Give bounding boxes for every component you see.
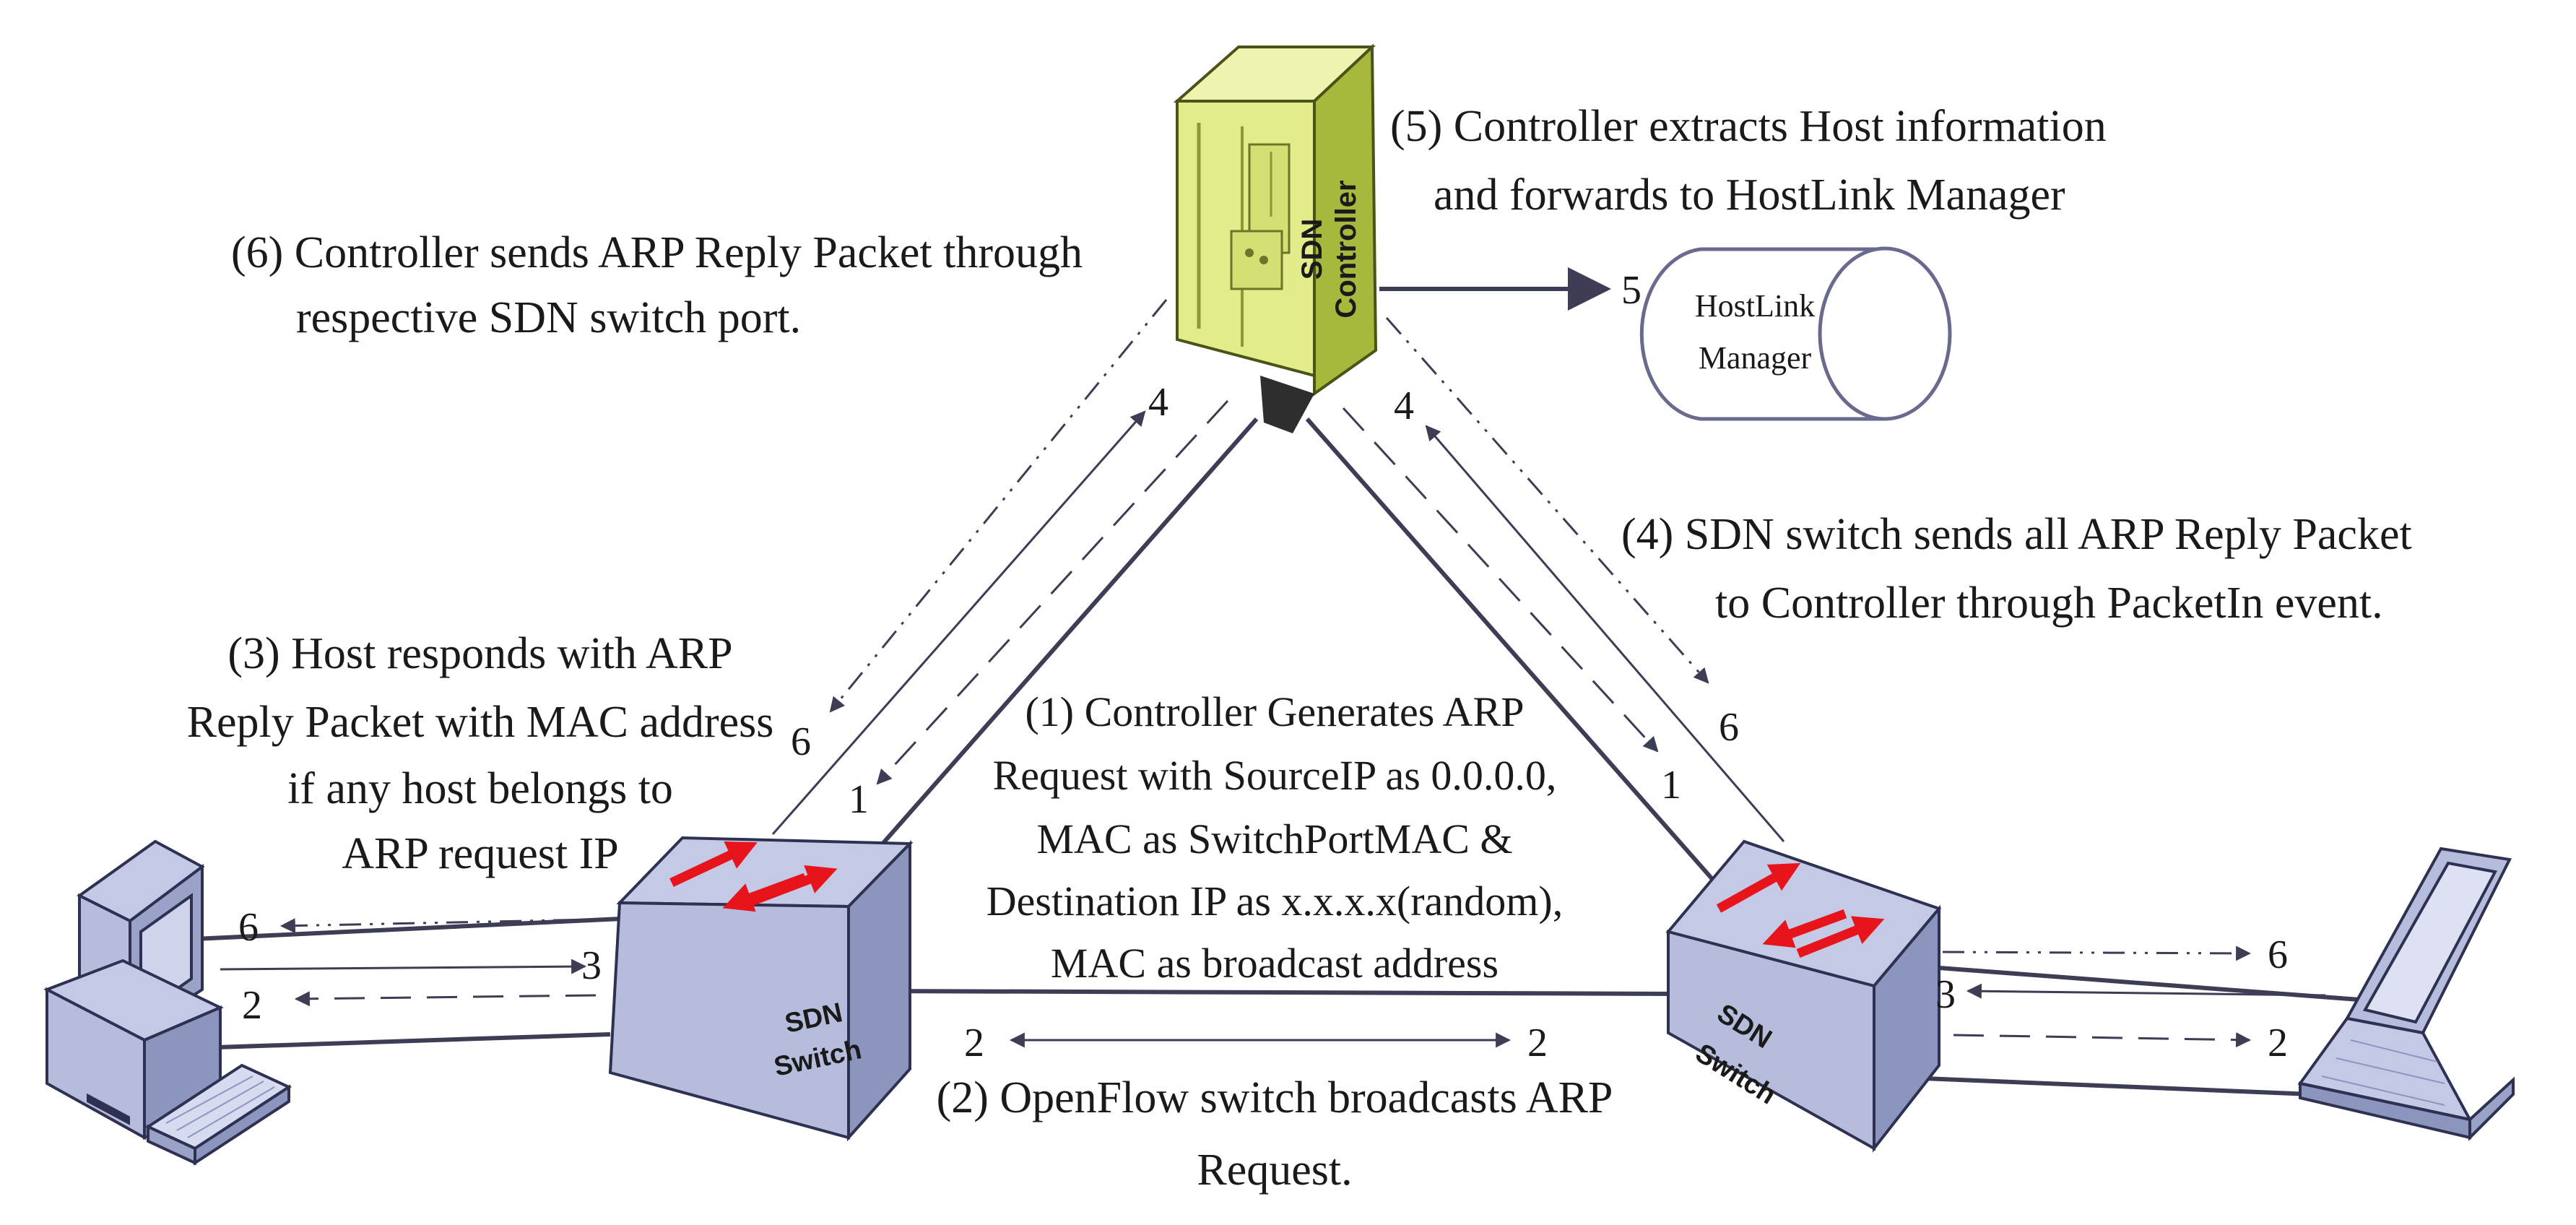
step4-line2: to Controller through PacketIn event. <box>1715 579 2383 628</box>
step-3-text: (3) Host responds with ARP Reply Packet … <box>187 629 774 878</box>
right-side-arrows <box>1342 317 1785 842</box>
laptop-icon <box>2297 847 2515 1141</box>
arrow-3-right <box>1966 983 2326 999</box>
step1-line5: MAC as broadcast address <box>1051 940 1499 987</box>
link-controller-right-switch <box>1305 417 1735 904</box>
server-icon <box>1173 43 1378 433</box>
step1-line2: Request with SourceIP as 0.0.0.0, <box>993 752 1557 799</box>
num-4-right: 4 <box>1394 384 1414 428</box>
step5-line2: and forwards to HostLink Manager <box>1434 170 2065 220</box>
arrow-6-host-left <box>279 917 629 934</box>
controller-label-2: Controller <box>1330 180 1362 318</box>
step1-line3: MAC as SwitchPortMAC & <box>1036 815 1512 862</box>
step1-line4: Destination IP as x.x.x.x(random), <box>986 878 1563 925</box>
connection-lines <box>194 417 2369 1096</box>
num-6-host-left: 6 <box>238 905 259 950</box>
step-2-text: (2) OpenFlow switch broadcasts ARP Reque… <box>937 1073 1613 1195</box>
num-1-left: 1 <box>849 777 869 822</box>
controller-label-1: SDN <box>1296 219 1328 280</box>
arrow-4-left <box>771 410 1146 835</box>
arrow-3-left <box>220 958 587 974</box>
step-5-text: (5) Controller extracts Host information… <box>1390 102 2107 220</box>
num-5: 5 <box>1621 268 1642 313</box>
num-1-right: 1 <box>1661 763 1681 808</box>
arrow-2-host-right <box>1953 1032 2252 1048</box>
step4-line1: (4) SDN switch sends all ARP Reply Packe… <box>1621 510 2412 559</box>
step-6-text: (6) Controller sends ARP Reply Packet th… <box>231 228 1083 342</box>
arrow-4-right <box>1425 425 1785 842</box>
link-left-switch-right-switch <box>869 989 1680 996</box>
left-side-arrows <box>771 299 1229 835</box>
step3-line3: if any host belongs to <box>287 764 673 813</box>
arrow-6-left-upper <box>829 299 1168 713</box>
step-4-text: (4) SDN switch sends all ARP Reply Packe… <box>1621 510 2412 628</box>
num-3-right: 3 <box>1935 972 1956 1017</box>
switch-icon <box>1665 839 1942 1153</box>
cylinder-icon <box>1639 246 1952 421</box>
hostlink-label-1: HostLink <box>1695 288 1815 324</box>
step-1-text: (1) Controller Generates ARP Request wit… <box>986 688 1563 987</box>
num-6-left-upper: 6 <box>791 719 811 764</box>
right-host-arrows <box>1942 945 2326 1048</box>
link-right-switch-laptop-lower <box>1906 1075 2312 1096</box>
arrow-1-left <box>876 399 1229 785</box>
left-host-arrows <box>220 917 629 1007</box>
link-left-host-left-switch-upper <box>194 917 622 941</box>
step3-line1: (3) Host responds with ARP <box>227 629 732 678</box>
step-numbers: 4 4 5 6 1 6 1 6 3 2 2 2 6 3 2 <box>238 268 2288 1065</box>
arrow-1-right <box>1342 407 1659 753</box>
num-2-mid-left: 2 <box>964 1021 984 1065</box>
step1-line1: (1) Controller Generates ARP <box>1025 688 1524 735</box>
step3-line4: ARP request IP <box>342 829 618 878</box>
num-2-host-left: 2 <box>242 983 262 1028</box>
arrow-6-right-upper <box>1385 317 1709 684</box>
num-3-left: 3 <box>581 943 602 988</box>
num-6-host-right: 6 <box>2268 932 2288 977</box>
step6-line1: (6) Controller sends ARP Reply Packet th… <box>231 228 1083 277</box>
num-2-mid-right: 2 <box>1527 1021 1548 1065</box>
switch-icon <box>608 836 914 1142</box>
step2-line2: Request. <box>1197 1146 1352 1195</box>
arrow-2-host-left <box>294 991 597 1007</box>
step6-line2: respective SDN switch port. <box>296 293 801 342</box>
num-2-host-right: 2 <box>2268 1021 2288 1065</box>
num-4-left: 4 <box>1148 380 1168 425</box>
step2-line1: (2) OpenFlow switch broadcasts ARP <box>937 1073 1613 1122</box>
step5-line1: (5) Controller extracts Host information <box>1390 102 2107 151</box>
num-6-right-upper: 6 <box>1719 705 1739 750</box>
step3-line2: Reply Packet with MAC address <box>187 698 774 747</box>
desktop-computer-icon <box>43 839 292 1166</box>
hostlink-label-2: Manager <box>1699 340 1812 376</box>
arrow-6-host-right <box>1942 945 2252 961</box>
link-controller-left-switch <box>828 417 1259 904</box>
link-left-host-left-switch-lower <box>216 1032 611 1049</box>
